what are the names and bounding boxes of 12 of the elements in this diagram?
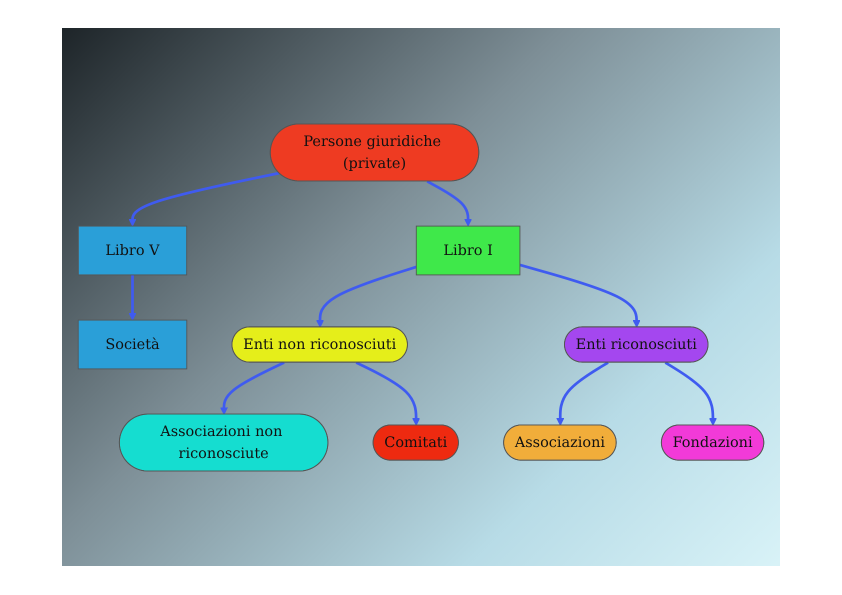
node-box: Libro I [416,225,520,275]
node-box: Libro V [78,225,188,275]
node-box: Società [78,319,188,369]
arrow [520,263,641,328]
arrow [664,360,717,426]
arrow [356,360,420,426]
arrow [556,360,609,426]
arrow [426,180,472,226]
arrow [220,360,285,414]
arrow [316,265,417,328]
arrow [128,171,280,226]
arrow [128,274,136,320]
